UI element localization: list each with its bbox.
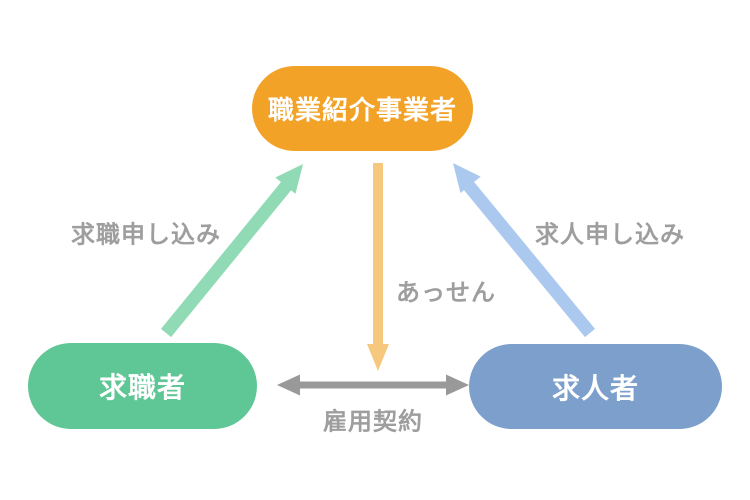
arrow-employer-to-agency <box>453 163 596 338</box>
node-agency: 職業紹介事業者 <box>252 66 473 151</box>
label-employment-contract: 雇用契約 <box>323 407 423 436</box>
arrow-employer-to-agency-shaft <box>463 181 596 338</box>
arrow-employment-contract-head-right <box>446 374 469 396</box>
arrow-agency-placement-head <box>367 344 389 371</box>
node-employer: 求人者 <box>469 344 722 429</box>
arrow-employer-to-agency-head <box>453 163 481 193</box>
arrow-seeker-to-agency-shaft <box>160 180 293 338</box>
node-job-seeker: 求職者 <box>28 343 257 429</box>
node-job-seeker-label: 求職者 <box>98 371 186 404</box>
node-agency-label: 職業紹介事業者 <box>267 96 457 126</box>
arrow-seeker-to-agency-head <box>275 164 303 194</box>
node-employer-label: 求人者 <box>551 371 639 405</box>
arrow-agency-placement <box>367 163 389 371</box>
arrow-employment-contract-head-left <box>277 374 300 396</box>
label-placement: あっせん <box>396 278 496 307</box>
label-employer-application: 求人申し込み <box>535 220 685 249</box>
label-seeker-application: 求職申し込み <box>71 220 221 249</box>
arrow-seeker-to-agency <box>160 164 303 338</box>
arrow-employment-contract <box>277 374 469 396</box>
